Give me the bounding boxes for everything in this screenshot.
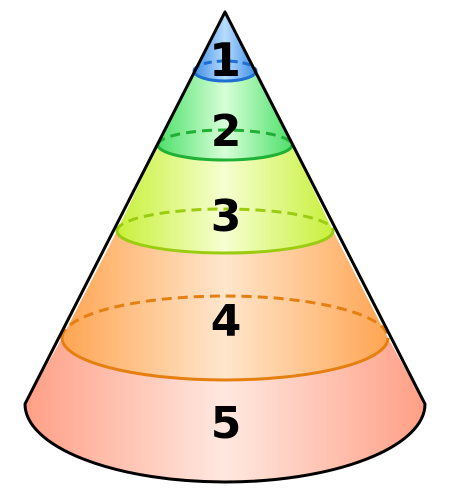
band-3-bottom-rim (115, 230, 335, 255)
band-4-bottom-rim (60, 337, 390, 382)
cone-band-4 (62, 231, 388, 380)
band-3-top-rim-back (115, 207, 335, 232)
cone-band-3 (117, 145, 333, 253)
band-label-2: 2 (211, 106, 242, 157)
band-label-5: 5 (211, 398, 242, 449)
cone-band-2 (158, 71, 292, 160)
cone-band-5 (25, 338, 425, 482)
band-label-3: 3 (211, 191, 242, 242)
band-2-top-rim-back (156, 128, 294, 146)
band-label-4: 4 (211, 296, 242, 347)
cone-outline (23, 10, 427, 484)
band-label-1: 1 (209, 33, 241, 87)
band-4-top-rim-back (60, 294, 390, 339)
band-2-bottom-rim (156, 144, 294, 162)
band-1-bottom-rim (192, 70, 258, 83)
